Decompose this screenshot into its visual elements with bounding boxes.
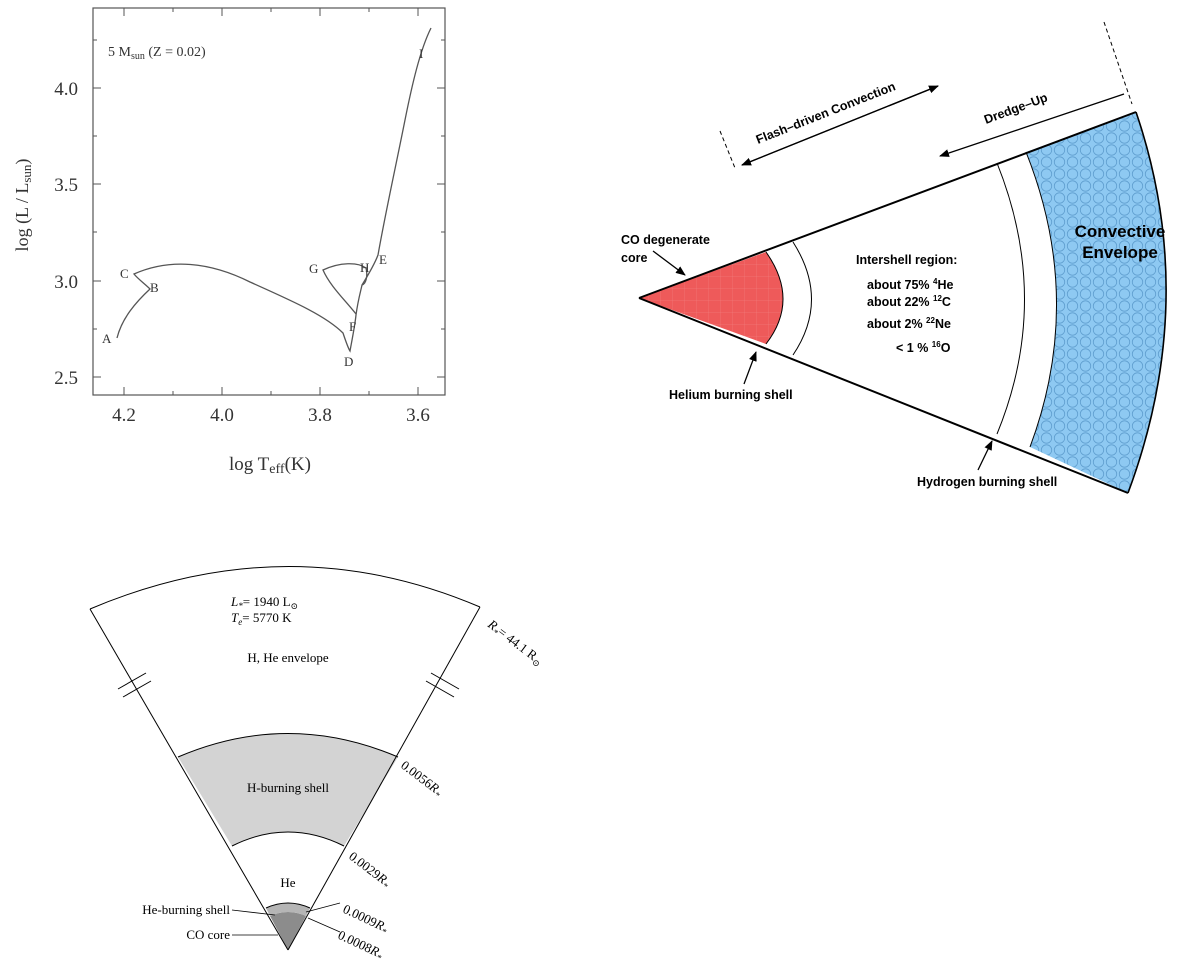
h-burning-shell-region — [178, 733, 398, 846]
wedge-right-edge — [287, 606, 481, 951]
scale-break-marks — [117, 672, 460, 698]
helium-shell-pointer — [743, 351, 757, 385]
co-core-label: CO core — [186, 927, 230, 942]
envelope-label-line1: Convective — [1075, 222, 1166, 241]
he-burning-shell-region — [266, 903, 310, 916]
rgb-leader-lines — [231, 902, 341, 936]
x-tick-label: 3.6 — [406, 405, 430, 426]
hydrogen-shell-arc — [996, 162, 1025, 435]
hr-point-labels: A B C D E F G H I — [102, 46, 423, 369]
y-tick-label: 4.0 — [54, 79, 78, 100]
dredge-guide-right — [1103, 21, 1133, 105]
envelope-label-line2: Envelope — [1082, 243, 1158, 262]
agb-wedge-panel: Flash–driven Convection Dredge–Up CO deg… — [621, 21, 1167, 494]
point-label-c: C — [120, 266, 129, 281]
intershell-title: Intershell region: — [856, 253, 957, 267]
point-label-a: A — [102, 331, 112, 346]
core-label-line1: CO degenerate — [621, 233, 710, 247]
hr-model-label: 5 Msun (Z = 0.02) — [108, 45, 206, 62]
hydrogen-shell-label: Hydrogen burning shell — [917, 475, 1057, 489]
y-tick-label: 3.0 — [54, 272, 78, 293]
hr-x-tick-labels: 4.2 4.0 3.8 3.6 — [112, 405, 430, 426]
hr-x-ticks — [123, 8, 419, 395]
radius-label: R*= 44.1 R⊙ — [483, 616, 546, 669]
helium-shell-label: Helium burning shell — [669, 388, 793, 402]
temperature-label: Te= 5770 K — [231, 610, 292, 627]
point-label-i: I — [419, 46, 423, 61]
point-label-d: D — [344, 354, 353, 369]
rgb-wedge-panel: L*= 1940 L⊙ Te= 5770 K R*= 44.1 R⊙ H, He… — [89, 566, 546, 963]
intershell-c: about 22% 12C — [867, 294, 951, 309]
h-burning-shell-label: H-burning shell — [247, 780, 329, 795]
radius-0008-label: 0.0008R* — [335, 927, 386, 963]
point-label-h: H — [360, 260, 369, 275]
hr-y-axis-label: log (L / Lsun) — [12, 159, 34, 252]
point-label-b: B — [150, 280, 159, 295]
co-core-region — [270, 912, 306, 950]
dredge-up-arrow — [939, 93, 1125, 157]
dredge-up-label: Dredge–Up — [982, 90, 1050, 127]
he-burning-shell-label: He-burning shell — [142, 902, 230, 917]
envelope-label: H, He envelope — [247, 650, 328, 665]
point-label-g: G — [309, 261, 318, 276]
hr-blue-loop — [322, 263, 368, 315]
wedge-left-edge — [89, 608, 289, 951]
hr-evolution-track — [116, 27, 432, 353]
co-core-region — [639, 252, 783, 344]
flash-convection-label: Flash–driven Convection — [754, 79, 897, 147]
outer-surface-arc — [89, 566, 481, 610]
core-label-line2: core — [621, 251, 647, 265]
flash-arrow-left — [741, 85, 939, 166]
point-label-f: F — [349, 319, 356, 334]
h-shell-inner-arc — [231, 831, 345, 847]
x-tick-label: 3.8 — [308, 405, 332, 426]
x-tick-label: 4.2 — [112, 405, 136, 426]
radius-0056-label: 0.0056R* — [397, 757, 446, 800]
envelope-inner-boundary — [1025, 151, 1057, 448]
intershell-o: < 1 % 16O — [896, 340, 951, 355]
core-boundary — [765, 251, 784, 345]
hr-plot-frame — [92, 7, 446, 396]
radius-0029-label: 0.0029R* — [345, 848, 394, 891]
hr-x-axis-label: log Teff(K) — [229, 454, 311, 477]
wedge-outer-edge — [1127, 111, 1167, 494]
hr-diagram-panel: 4.0 3.5 3.0 2.5 4.2 4.0 3.8 3.6 log Teff… — [12, 7, 446, 477]
point-label-e: E — [379, 252, 387, 267]
helium-shell-arc — [792, 241, 812, 356]
core-pointer-arrow — [652, 250, 686, 276]
wedge-edges — [638, 111, 1137, 494]
hydrogen-shell-pointer — [977, 440, 993, 471]
flash-guide-left — [719, 130, 736, 169]
x-tick-label: 4.0 — [210, 405, 234, 426]
y-tick-label: 3.5 — [54, 175, 78, 196]
he-shell-arc — [265, 902, 311, 909]
intershell-ne: about 2% 22Ne — [867, 316, 951, 331]
convective-envelope-region — [1026, 112, 1167, 493]
he-layer-label: He — [280, 875, 295, 890]
h-shell-outer-arc — [177, 733, 399, 758]
hr-y-tick-labels: 4.0 3.5 3.0 2.5 — [54, 79, 78, 389]
hr-y-ticks — [93, 39, 445, 378]
intershell-he: about 75% 4He — [867, 277, 953, 292]
y-tick-label: 2.5 — [54, 368, 78, 389]
luminosity-label: L*= 1940 L⊙ — [230, 594, 298, 611]
